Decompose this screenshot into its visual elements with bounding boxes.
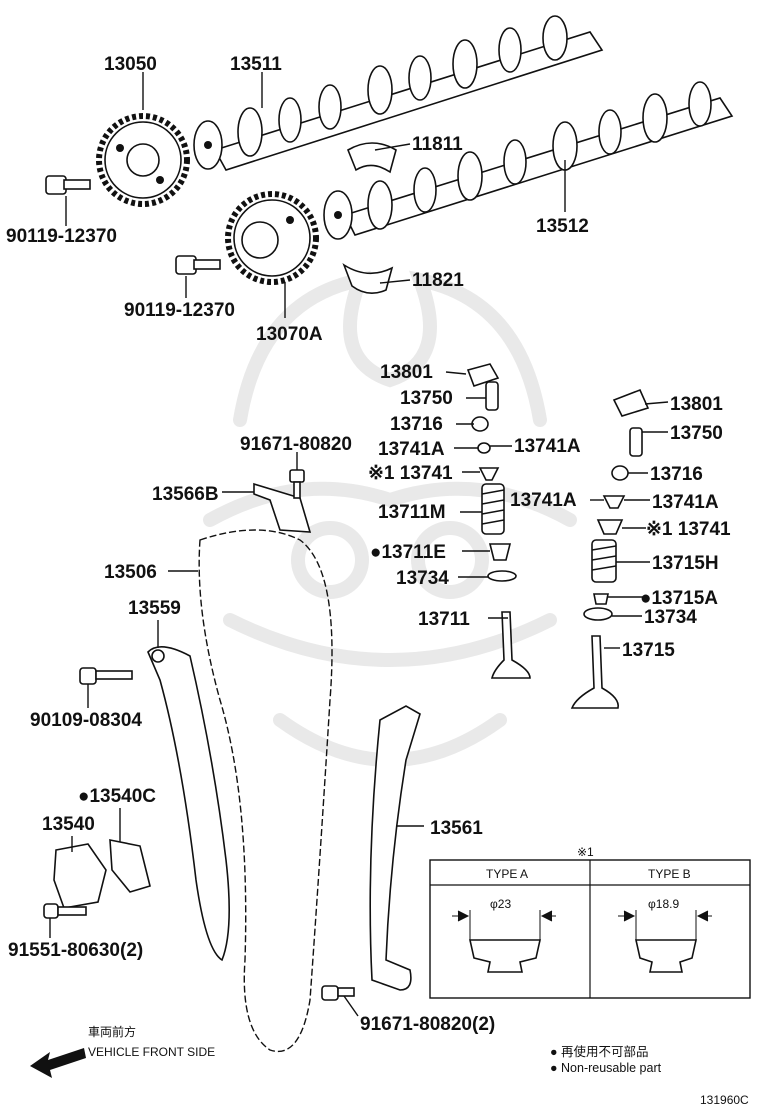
label-13540C: ●13540C xyxy=(78,786,156,807)
label-13716-a: 13716 xyxy=(390,414,443,435)
diagram-id: 131960C xyxy=(700,1093,749,1107)
chain-damper-13561 xyxy=(369,705,421,991)
leader-lines xyxy=(49,72,669,1017)
label-13050: 13050 xyxy=(104,54,157,75)
label-13711M: 13711M xyxy=(378,502,446,523)
label-13741A-a: 13741A xyxy=(378,439,445,460)
bolt-90119-a xyxy=(45,175,91,195)
label-13741A-c: 13741A xyxy=(510,490,577,511)
legend-jp: ● 再使用不可部品 xyxy=(550,1044,649,1059)
type-a-dimension: φ23 xyxy=(490,897,511,911)
bolt-90109 xyxy=(79,667,133,685)
label-13716-b: 13716 xyxy=(650,464,703,485)
bearing-11821 xyxy=(342,263,394,294)
label-13715: 13715 xyxy=(622,640,675,661)
label-13741A-d: 13741A xyxy=(652,492,719,513)
label-13506: 13506 xyxy=(104,562,157,583)
label-91551: 91551-80630(2) xyxy=(8,940,143,961)
cam-gear-13050 xyxy=(96,113,190,207)
valve-train-exhaust xyxy=(570,388,650,709)
front-arrow-icon xyxy=(30,1048,86,1078)
direction-label-jp: 車両前方 xyxy=(88,1024,136,1039)
label-90119-b: 90119-12370 xyxy=(124,300,235,321)
label-13741A-b: 13741A xyxy=(514,436,581,457)
bearing-11811 xyxy=(347,142,397,174)
label-13741-a: ※1 13741 xyxy=(368,463,453,484)
camshaft-13512 xyxy=(323,81,734,240)
label-13540: 13540 xyxy=(42,814,95,835)
direction-label-en: VEHICLE FRONT SIDE xyxy=(88,1045,215,1059)
valve-stem-seal-type-table: ※1 TYPE A TYPE B φ23 φ18.9 xyxy=(429,845,751,999)
label-13711: 13711 xyxy=(418,609,470,630)
chain-tensioner-arm-13559 xyxy=(147,646,230,962)
bolt-91551 xyxy=(43,903,87,919)
vehicle-front-indicator: 車両前方 VEHICLE FRONT SIDE xyxy=(30,1024,215,1078)
label-13750-b: 13750 xyxy=(670,423,723,444)
label-13715H: 13715H xyxy=(652,553,719,574)
label-13715A: ●13715A xyxy=(640,588,718,609)
chain-tensioner-13540 xyxy=(53,843,107,909)
label-13750-a: 13750 xyxy=(400,388,453,409)
label-13711E: ●13711E xyxy=(370,542,446,563)
label-13511: 13511 xyxy=(230,54,282,75)
label-13734-a: 13734 xyxy=(396,568,449,589)
gasket-13540C xyxy=(109,839,151,893)
label-13801-a: 13801 xyxy=(380,362,433,383)
label-13070A: 13070A xyxy=(256,324,323,345)
label-11811: 11811 xyxy=(412,134,463,155)
label-13561: 13561 xyxy=(430,818,483,839)
label-91671-a: 91671-80820 xyxy=(240,434,352,455)
cam-gear-13070A xyxy=(225,191,319,285)
label-11821: 11821 xyxy=(412,270,464,291)
label-13512: 13512 xyxy=(536,216,589,237)
label-13741-b: ※1 13741 xyxy=(646,519,731,540)
type-b-dimension: φ18.9 xyxy=(648,897,679,911)
type-a-heading: TYPE A xyxy=(486,867,528,881)
label-13566B: 13566B xyxy=(152,484,219,505)
type-b-heading: TYPE B xyxy=(648,867,691,881)
label-13801-b: 13801 xyxy=(670,394,723,415)
legend: ● 再使用不可部品 ● Non-reusable part xyxy=(550,1044,662,1075)
camshaft-13511 xyxy=(193,15,604,171)
valve-train-intake xyxy=(466,363,531,679)
type-table-note-mark: ※1 xyxy=(577,845,594,859)
label-90109: 90109-08304 xyxy=(30,710,142,731)
bolt-90119-b xyxy=(175,255,221,275)
label-13559: 13559 xyxy=(128,598,181,619)
bolt-91671-bottom xyxy=(321,985,355,1001)
label-91671-b: 91671-80820(2) xyxy=(360,1014,495,1035)
label-13734-b: 13734 xyxy=(644,607,697,628)
label-90119-a: 90119-12370 xyxy=(6,226,117,247)
legend-en: ● Non-reusable part xyxy=(550,1061,662,1075)
timing-chain-13506 xyxy=(198,529,333,1052)
